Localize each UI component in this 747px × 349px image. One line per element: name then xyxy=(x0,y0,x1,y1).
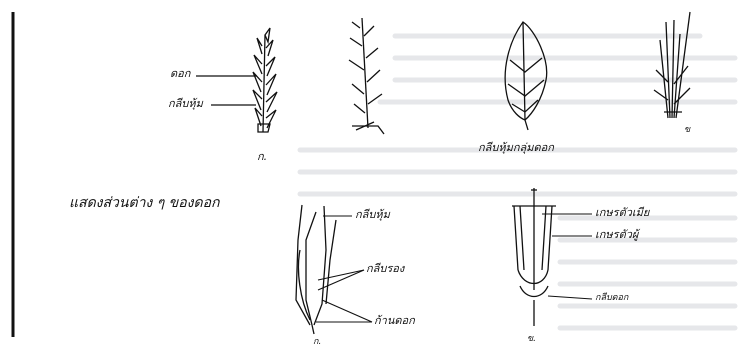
label-klip-rong: กลีบรอง xyxy=(366,263,404,274)
flower-drawing-b xyxy=(512,188,556,326)
flower-drawing-a xyxy=(296,205,336,334)
label-klip-hum: กลีบหุ้ม xyxy=(168,98,203,109)
label-klip-hum-bottom: กลีบหุ้ม xyxy=(355,209,390,220)
label-kesorn-tua-phu: เกษรตัวผู้ xyxy=(595,229,638,240)
panel-label-ko-bottom: ก. xyxy=(313,338,321,347)
leader-line-kan-dok-2 xyxy=(322,300,372,322)
label-klip-hum-klum-dok: กลีบหุ้มกลุ่มดอก xyxy=(478,142,554,153)
leader-line-klip-dok xyxy=(548,296,592,299)
label-dok: ดอก xyxy=(170,68,190,79)
panel-label-kho-top: ข xyxy=(684,126,690,135)
panel-label-kho-bottom: ข. xyxy=(527,335,536,344)
label-kan-dok: ก้านดอก xyxy=(374,315,415,326)
spikelet-drawing-b xyxy=(349,18,384,134)
panel-label-ko-top: ก. xyxy=(257,151,267,162)
spikelet-drawing-a xyxy=(253,28,277,132)
heading-flower-parts: แสดงส่วนต่าง ๆ ของดอก xyxy=(69,196,219,210)
label-kesorn-tua-mia: เกษรตัวเมีย xyxy=(595,207,649,218)
label-klip-dok: กลีบดอก xyxy=(595,294,628,303)
